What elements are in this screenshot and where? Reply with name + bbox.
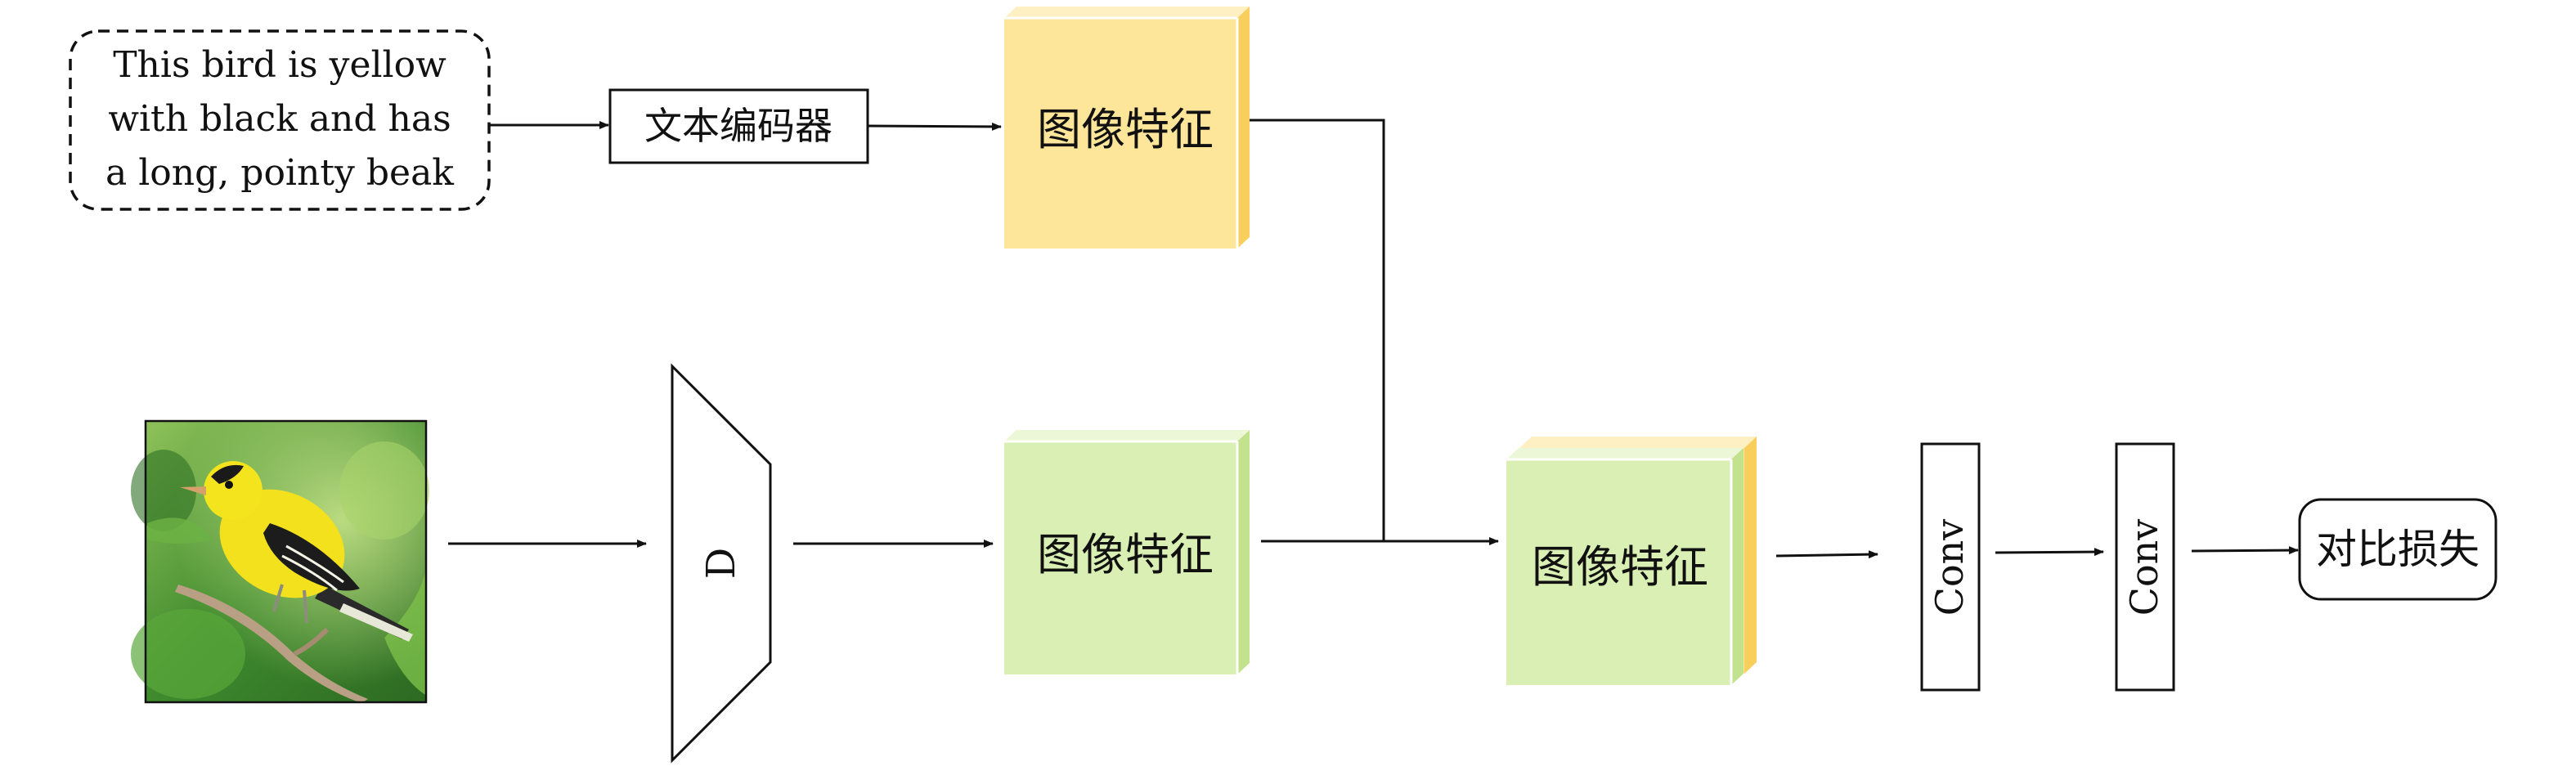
caption-line-3: a long, pointy beak — [105, 152, 454, 194]
connector-text-feature-to-merge — [1250, 119, 1385, 541]
bird-image — [131, 419, 429, 704]
text-encoder-label: 文本编码器 — [644, 104, 832, 148]
discriminator-label: D — [698, 548, 744, 579]
conv2-block: Conv — [2115, 442, 2175, 692]
caption-box: This bird is yellow with black and has a… — [69, 29, 491, 211]
image-feature-block: 图像特征 — [1004, 430, 1250, 674]
text-feature-label: 图像特征 — [1037, 104, 1214, 155]
conv1-block: Conv — [1920, 442, 1981, 692]
conv1-label: Conv — [1928, 519, 1972, 616]
caption-line-2: with black and has — [108, 98, 451, 140]
contrastive-loss-box: 对比损失 — [2298, 498, 2497, 601]
conv2-label: Conv — [2122, 519, 2166, 616]
discriminator-block: D — [671, 363, 772, 764]
arrow-encoder-to-text-feature — [867, 122, 1002, 131]
text-encoder-box: 文本编码器 — [608, 88, 869, 164]
caption-line-1: This bird is yellow — [113, 44, 447, 86]
arrow-conv2-to-loss — [2191, 546, 2299, 555]
fused-feature-label: 图像特征 — [1532, 541, 1708, 593]
image-feature-label: 图像特征 — [1037, 529, 1214, 580]
arrow-fused-to-conv1 — [1775, 550, 1878, 559]
contrastive-loss-label: 对比损失 — [2316, 526, 2480, 573]
arrow-conv1-to-conv2 — [1995, 548, 2104, 557]
text-feature-block: 图像特征 — [1004, 7, 1250, 249]
fused-feature-block: 图像特征 — [1506, 437, 1757, 685]
